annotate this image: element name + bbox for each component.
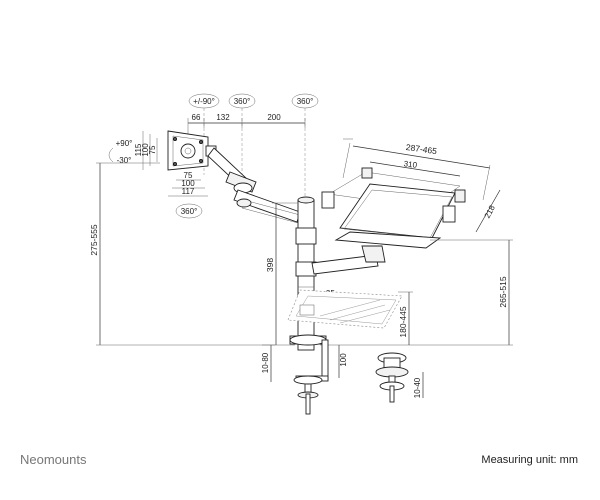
svg-text:360°: 360° [181, 207, 198, 216]
grommet-mount [375, 352, 409, 403]
tilt-range-badge: +/-90° [188, 93, 220, 109]
svg-text:+90°: +90° [116, 139, 133, 148]
svg-text:360°: 360° [297, 97, 314, 106]
svg-text:66: 66 [192, 113, 201, 122]
svg-text:180-445: 180-445 [398, 306, 408, 337]
overall-height-dimension: 275-555 [89, 162, 295, 346]
tilt-indicator: +90° -30° [108, 139, 133, 165]
vesa-width-dimensions: 75 100 117 [168, 171, 208, 197]
svg-text:218: 218 [483, 203, 497, 219]
svg-text:265-515: 265-515 [498, 276, 508, 307]
clamp-thickness-dimension: 10-80 [261, 345, 272, 382]
svg-text:100: 100 [141, 143, 150, 157]
arm-length-dimensions: 66 132 200 [187, 113, 306, 140]
swivel-badge-b: 360° [291, 93, 319, 109]
svg-text:10-40: 10-40 [413, 377, 422, 398]
laptop-tray-lower [287, 289, 403, 329]
laptop-arm [311, 245, 386, 275]
clamp-100-dimension: 100 [338, 345, 348, 378]
laptop-depth-dimension: 218 [475, 189, 501, 233]
svg-text:132: 132 [216, 113, 230, 122]
svg-text:100: 100 [339, 353, 348, 367]
svg-text:75: 75 [148, 145, 157, 154]
laptop-width-dimension: 287-465 [342, 138, 491, 201]
pole [295, 196, 317, 351]
brand-logo: Neomounts [20, 452, 87, 467]
svg-text:200: 200 [267, 113, 281, 122]
svg-text:10-80: 10-80 [261, 352, 270, 373]
measuring-unit-note: Measuring unit: mm [481, 454, 578, 466]
monitor-arm [207, 147, 301, 224]
laptop-310-dimension: 310 [369, 159, 461, 177]
vesa-height-dimensions: 115 100 75 [134, 131, 158, 170]
svg-text:+/-90°: +/-90° [193, 97, 215, 106]
svg-text:275-555: 275-555 [89, 224, 99, 255]
pole-height-dimension: 398 [265, 202, 298, 345]
head-rotate-badge: 360° [175, 203, 203, 219]
svg-text:310: 310 [403, 159, 418, 170]
svg-text:75: 75 [184, 171, 193, 180]
desk-clamp [289, 334, 329, 415]
tray-height-dimension: 265-515 [320, 239, 513, 346]
svg-text:287-465: 287-465 [405, 142, 438, 156]
svg-text:117: 117 [182, 187, 195, 196]
tray-low-dimension: 180-445 [398, 291, 413, 345]
svg-text:-30°: -30° [117, 156, 132, 165]
svg-text:398: 398 [265, 258, 275, 272]
swivel-badge-a: 360° [228, 93, 256, 109]
vesa-plate [167, 130, 217, 171]
laptop-tray-upper [321, 167, 466, 249]
svg-text:115: 115 [134, 143, 143, 156]
grommet-thickness-dimension: 10-40 [413, 372, 424, 398]
svg-text:360°: 360° [234, 97, 251, 106]
svg-text:100: 100 [181, 179, 195, 188]
